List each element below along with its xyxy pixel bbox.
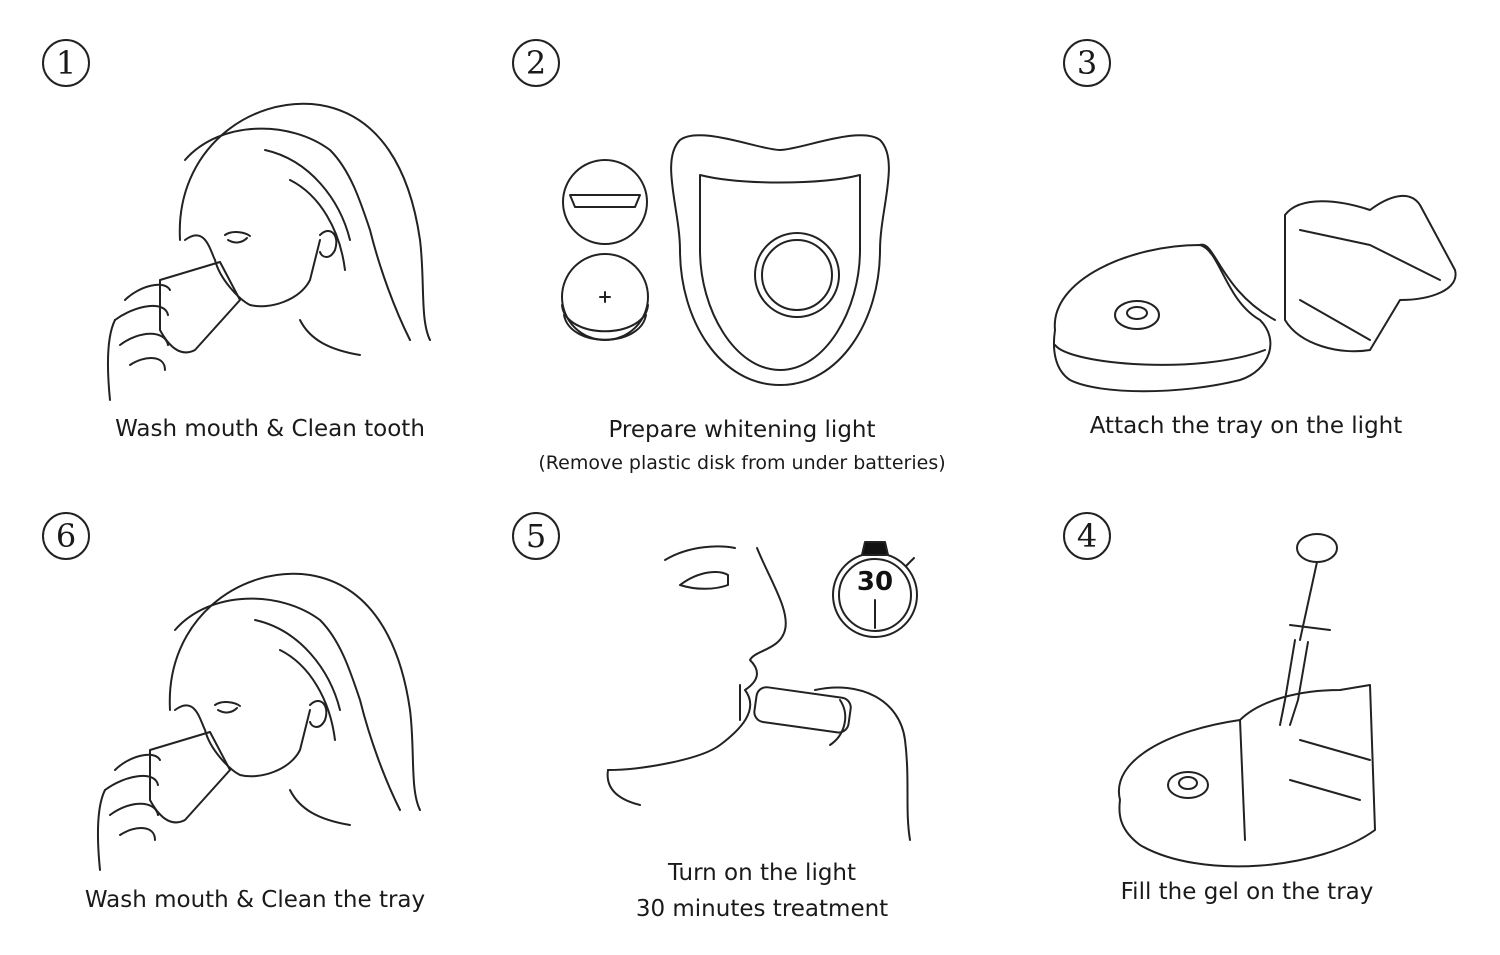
step-5-caption: Turn on the light	[667, 860, 857, 886]
step-number-1: 1	[42, 39, 90, 87]
using-light-illustration	[606, 541, 918, 841]
step-number-5: 5	[512, 512, 560, 560]
step-number-2: 2	[512, 39, 560, 87]
timer-label: 30	[857, 567, 893, 597]
step-number-3: 3	[1063, 39, 1111, 87]
woman-drinking-illustration-6	[97, 572, 421, 871]
step-5-subcaption: 30 minutes treatment	[635, 896, 889, 922]
tray-and-light-illustration	[1052, 195, 1457, 393]
whitening-light-illustration	[561, 134, 890, 386]
step-1-caption: Wash mouth & Clean tooth	[115, 416, 425, 442]
woman-drinking-illustration-1	[107, 102, 431, 401]
step-number-6: 6	[42, 512, 90, 560]
step-2-subcaption: (Remove plastic disk from under batterie…	[538, 452, 946, 474]
step-6-caption: Wash mouth & Clean the tray	[84, 887, 426, 913]
step-4-caption: Fill the gel on the tray	[1120, 879, 1374, 905]
step-2-caption: Prepare whitening light	[608, 417, 876, 443]
step-3-caption: Attach the tray on the light	[1089, 413, 1403, 439]
step-number-4: 4	[1063, 512, 1111, 560]
syringe-filling-tray-illustration	[1117, 533, 1376, 868]
